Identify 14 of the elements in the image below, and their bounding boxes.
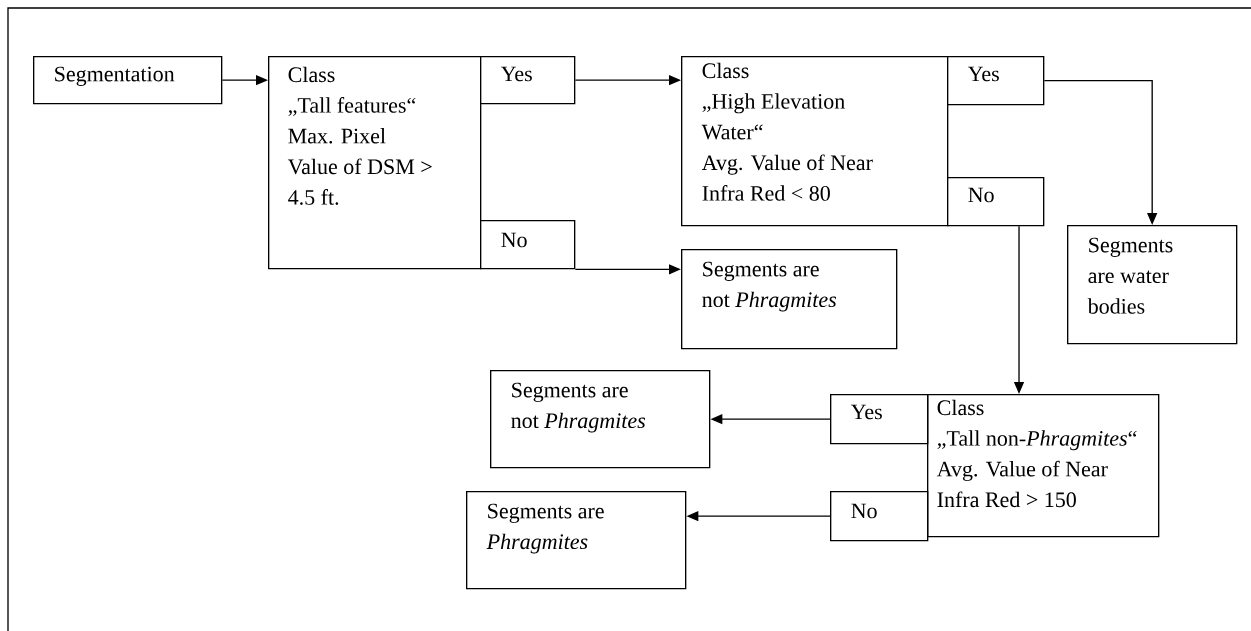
decision-box: Class „Tall features“ Max. Pixel Value of DSM > 4.5 ft. (268, 56, 482, 270)
branch-box: Yes (480, 56, 576, 105)
result-box: Segments are water bodies (1067, 225, 1238, 345)
decision-box: Class „High Elevation Water“ Avg. Value of Near Infra Red < 80 (681, 56, 949, 227)
process-box: Segmentation (33, 56, 223, 105)
branch-box: Yes (947, 56, 1045, 106)
result-box: Segments are not Phragmites (681, 249, 898, 350)
branch-box: No (830, 491, 929, 542)
branch-box: Yes (830, 394, 929, 445)
result-box: Segments are not Phragmites (490, 370, 711, 469)
decision-box: Class „Tall non-Phragmites“ Avg. Value of Near Infra Red > 150 (927, 394, 1160, 538)
branch-box: No (480, 220, 576, 270)
branch-box: No (947, 177, 1045, 227)
result-box: Segments are Phragmites (466, 491, 687, 590)
